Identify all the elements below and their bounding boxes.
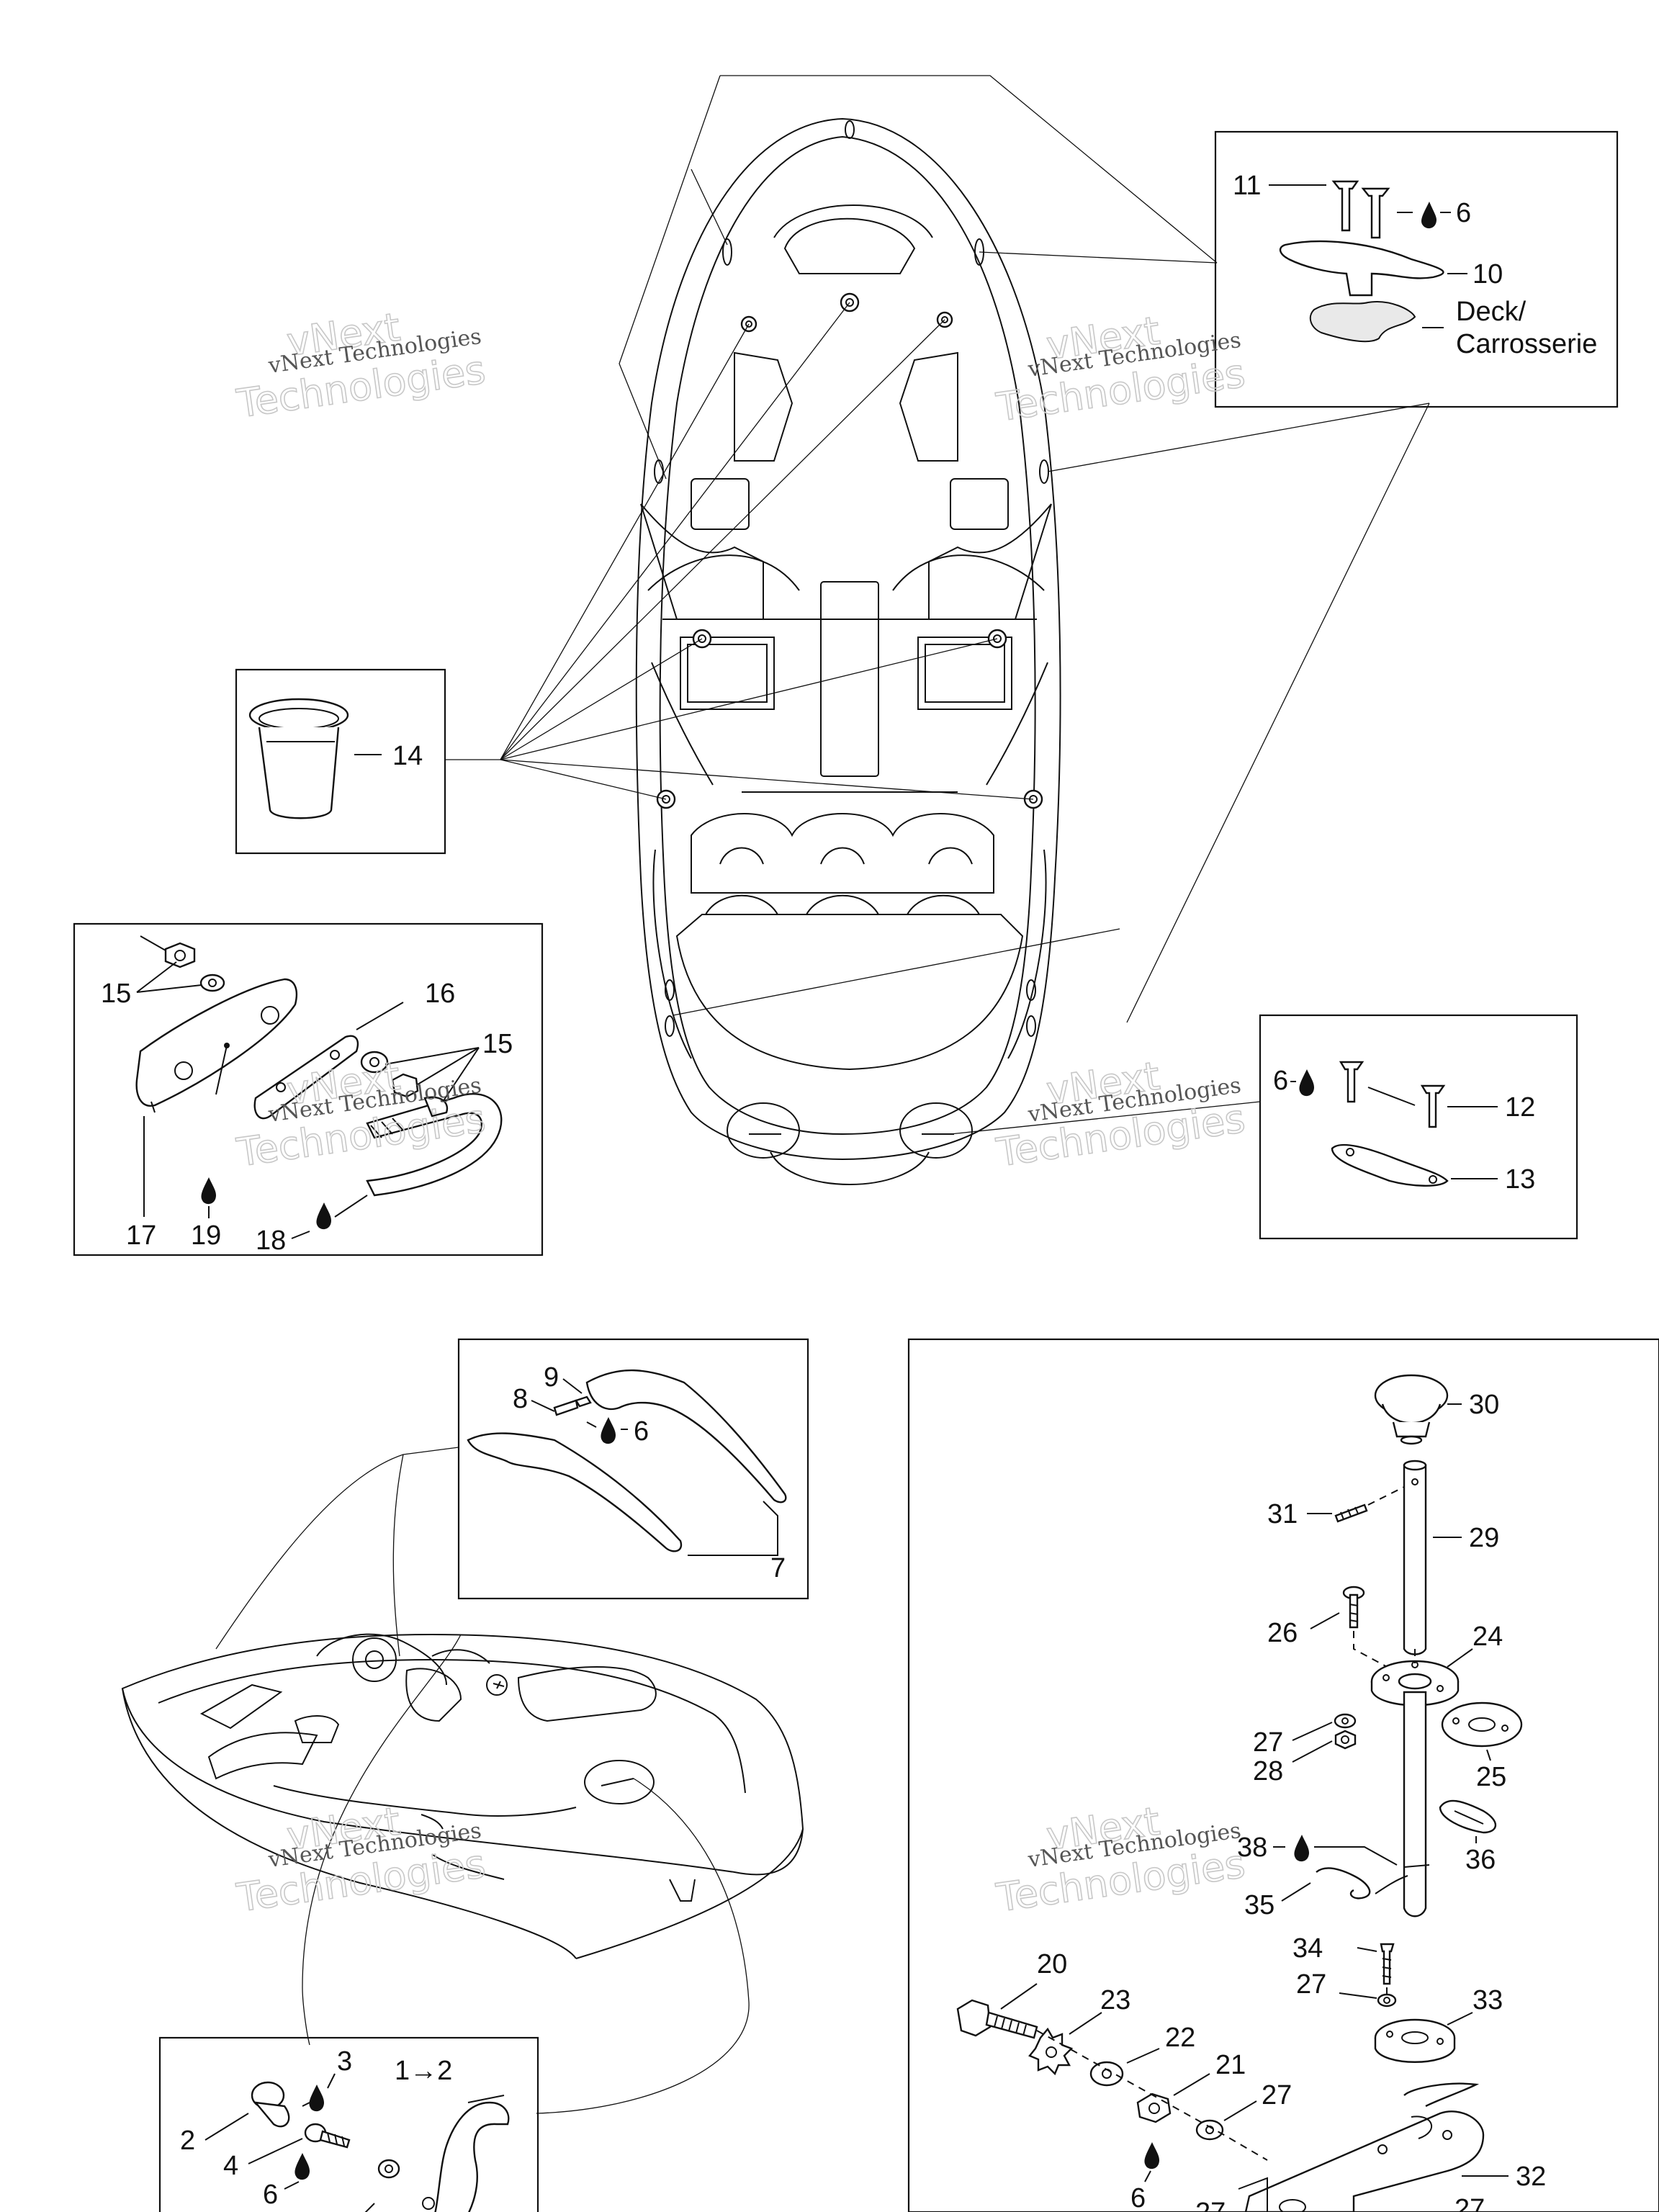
label-4: 4 (223, 2151, 238, 2181)
label-36: 36 (1465, 1845, 1496, 1875)
label-6c: 6 (634, 1416, 649, 1447)
label-9: 9 (544, 1362, 559, 1393)
label-17: 17 (126, 1220, 156, 1251)
label-32: 32 (1516, 2162, 1546, 2192)
label-16: 16 (425, 979, 455, 1009)
throttle-detail-box: 3 1→2 2 4 6 (158, 2036, 539, 2212)
label-30: 30 (1469, 1390, 1499, 1420)
label-18: 18 (256, 1226, 286, 1256)
label-35: 35 (1244, 1890, 1274, 1920)
cleat-detail-box: 11 6 10 Deck/ Carrosserie (1214, 130, 1619, 408)
label-38: 38 (1237, 1833, 1267, 1863)
handrail-detail-box: 9 8 6 7 (457, 1338, 809, 1600)
label-15b: 15 (482, 1029, 513, 1059)
shift-lever-detail-box: 30 29 31 26 24 (907, 1338, 1659, 2212)
watermark-2: vNext vNext Technologies Technologies (993, 307, 1249, 431)
label-deck: Deck/ (1456, 297, 1527, 327)
boat-3d-view (121, 1633, 804, 1959)
label-31: 31 (1267, 1499, 1298, 1529)
label-11: 11 (1233, 171, 1261, 201)
callout-lines-bottom (215, 1447, 750, 2114)
watermark-4: vNext vNext Technologies Technologies (993, 1053, 1249, 1176)
label-8: 8 (513, 1384, 528, 1414)
label-24: 24 (1473, 1622, 1503, 1652)
label-27c: 27 (1455, 2194, 1485, 2212)
bracket-detail-box: 6 12 13 (1259, 1014, 1578, 1240)
label-7: 7 (770, 1553, 786, 1583)
label-carrosserie: Carrosserie (1456, 329, 1597, 359)
label-21: 21 (1215, 2050, 1246, 2080)
label-2: 2 (180, 2126, 195, 2156)
label-23: 23 (1100, 1985, 1130, 2015)
label-20: 20 (1037, 1949, 1067, 1979)
label-27e: 27 (1262, 2080, 1292, 2110)
label-12: 12 (1505, 1092, 1535, 1123)
label-1-to-2: 1→2 (395, 2056, 452, 2086)
label-27a: 27 (1253, 1727, 1283, 1758)
label-13: 13 (1505, 1164, 1535, 1195)
label-14: 14 (392, 741, 423, 771)
boat-top-view (635, 117, 1061, 1185)
cup-detail-box: 14 (235, 668, 500, 855)
label-6b: 6 (1273, 1066, 1288, 1096)
watermarks: vNext vNext Technologies Technologies vN… (233, 304, 1249, 1921)
label-19: 19 (191, 1220, 221, 1251)
label-27b: 27 (1296, 1969, 1326, 2000)
label-33: 33 (1473, 1985, 1503, 2015)
label-15a: 15 (101, 979, 131, 1009)
handle-detail-box: 15 16 15 17 19 18 (73, 922, 544, 1256)
label-27d: 27 (1195, 2198, 1226, 2212)
label-3: 3 (337, 2046, 352, 2077)
label-10: 10 (1473, 259, 1503, 289)
label-6d: 6 (263, 2180, 278, 2210)
sealant-drop-icon (1421, 202, 1437, 229)
callout-lines-top (500, 75, 1430, 1135)
label-6: 6 (1456, 198, 1471, 228)
watermark-6: vNext vNext Technologies Technologies (993, 1798, 1249, 1921)
watermark-1: vNext vNext Technologies Technologies (233, 304, 489, 427)
label-34: 34 (1292, 1933, 1323, 1964)
label-22: 22 (1165, 2023, 1195, 2053)
label-26: 26 (1267, 1618, 1298, 1648)
label-29: 29 (1469, 1523, 1499, 1553)
label-6e: 6 (1130, 2183, 1146, 2212)
label-25: 25 (1476, 1762, 1506, 1792)
label-28: 28 (1253, 1756, 1283, 1786)
